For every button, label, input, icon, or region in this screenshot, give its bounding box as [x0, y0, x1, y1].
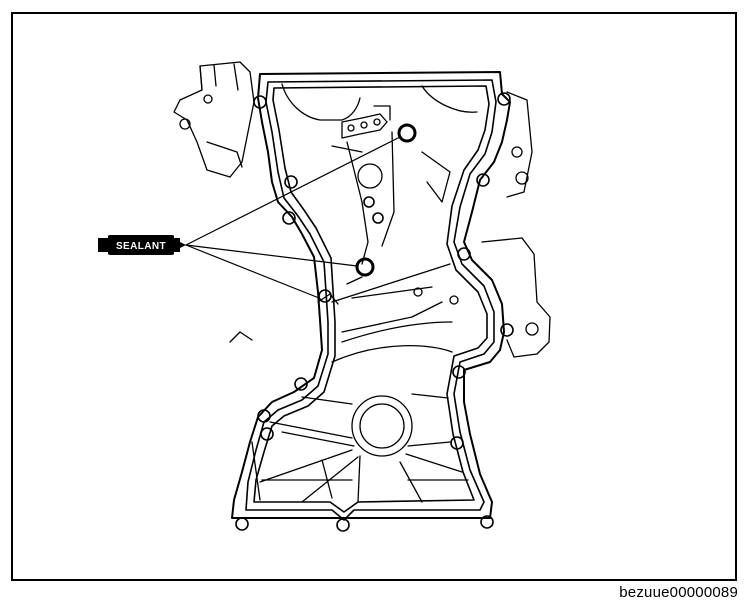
cover-outer-edge: [231, 71, 511, 519]
sealant-tube-icon: [98, 235, 186, 255]
leader-lines: [185, 136, 401, 299]
sealant-label: SEALANT: [116, 241, 166, 252]
gasket-bead: [245, 79, 497, 521]
internal-ribs: [251, 105, 469, 503]
figure-reference-code: bezuue00000089: [619, 584, 738, 601]
sealant-points: [355, 123, 417, 277]
diagram-frame: SEALANT: [11, 12, 737, 581]
rear-bracket-outline: [173, 61, 551, 358]
top-lip: [281, 83, 478, 121]
timing-chain-cover-illustration: SEALANT: [98, 61, 551, 532]
bolt-holes: [235, 92, 514, 532]
